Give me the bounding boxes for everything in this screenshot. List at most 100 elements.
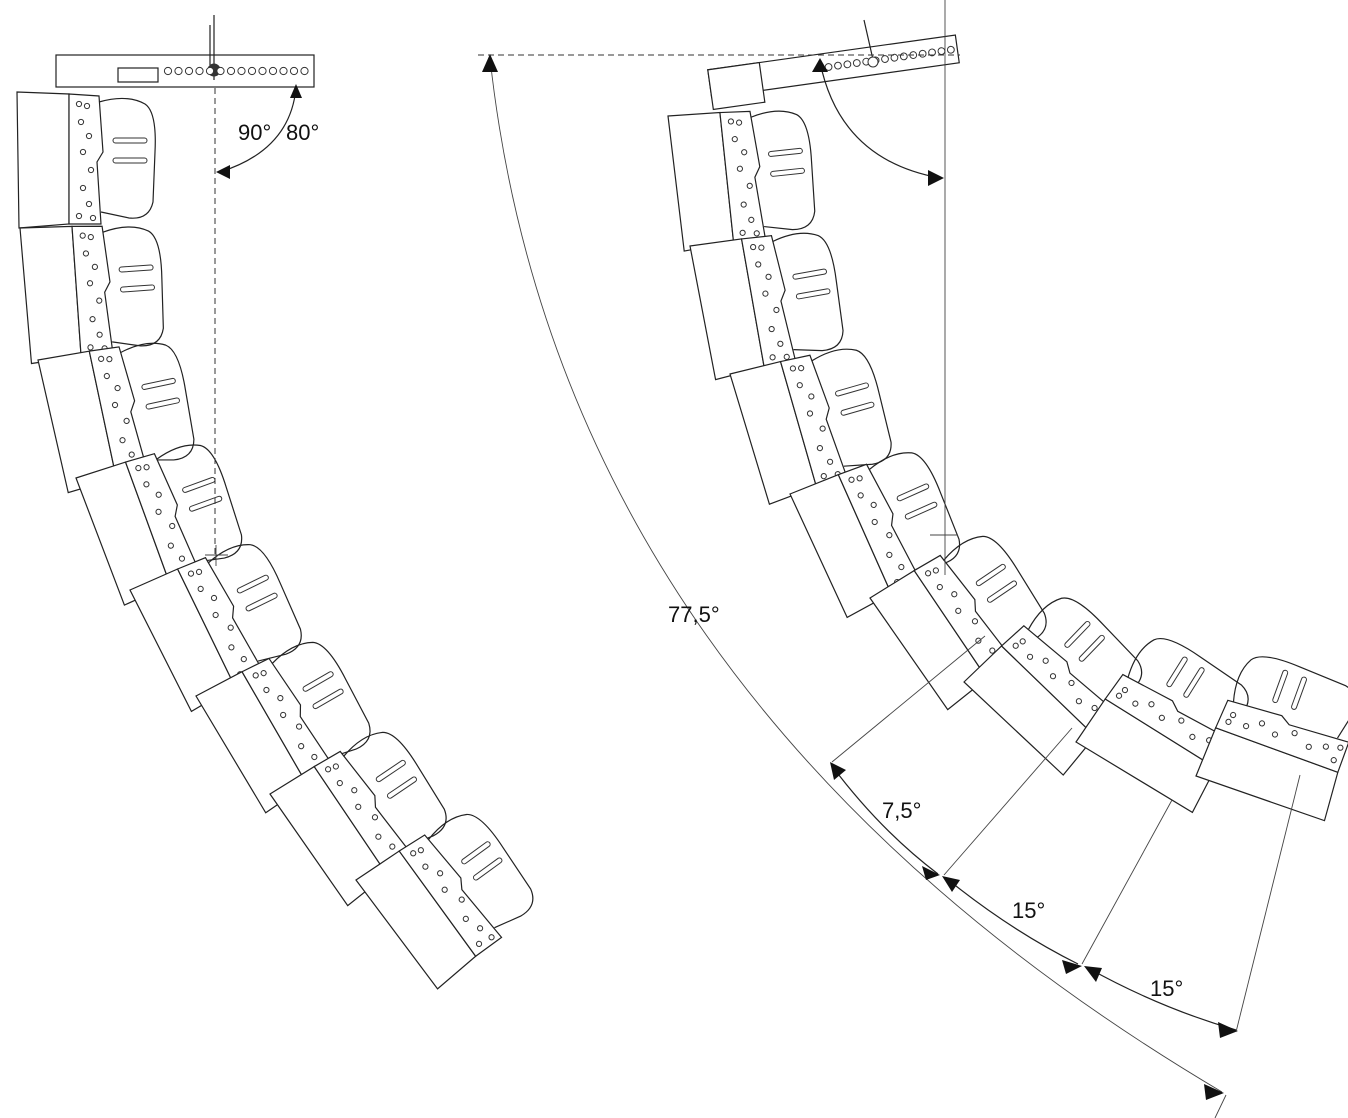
splay-ray-3	[1081, 799, 1173, 965]
rigging-hole	[925, 570, 932, 577]
right-tilt-arrow-end	[928, 170, 944, 186]
rigging-hole	[871, 518, 878, 526]
right-splay-arcs: 7,5° 15° 15°	[830, 635, 1301, 1118]
speaker-cabinet	[16, 91, 156, 229]
handle-slot	[770, 167, 805, 177]
bar-hole	[184, 66, 194, 76]
rigging-hole	[735, 119, 743, 126]
rigging-hole	[1042, 657, 1049, 664]
handle-slot	[386, 776, 418, 799]
bar-hole	[205, 66, 215, 76]
rigging-hole	[311, 753, 318, 761]
rigging-hole	[848, 476, 855, 483]
rigging-hole	[789, 365, 797, 372]
rigging-hole	[96, 331, 103, 338]
rigging-hole	[422, 863, 429, 870]
rigging-hole	[488, 934, 495, 941]
rigging-hole	[1115, 692, 1123, 699]
speaker-cabinet	[963, 597, 1143, 776]
bar-hole	[928, 48, 936, 57]
cabinet-rear	[427, 813, 534, 929]
left-rigging-frame	[55, 15, 315, 88]
rigging-hole	[741, 149, 748, 156]
rigging-hole	[169, 522, 176, 530]
rigging-hole	[1305, 743, 1312, 750]
rigging-hole	[727, 118, 735, 125]
bar-hole	[937, 47, 946, 56]
rigging-hole	[210, 594, 218, 602]
rigging-hole	[437, 870, 444, 877]
left-angle-label-90: 90°	[238, 120, 271, 145]
rigging-hole	[298, 743, 305, 750]
splay-ray-2	[943, 727, 1073, 876]
cabinet-rear	[1232, 656, 1348, 739]
rigging-hole	[87, 166, 95, 174]
rigging-hole	[1012, 642, 1019, 649]
handle-slot	[1166, 656, 1188, 688]
rigging-hole	[82, 250, 90, 257]
rigging-hole	[332, 763, 339, 770]
rigging-hole	[1178, 717, 1185, 724]
rigging-hole	[857, 492, 864, 499]
rigging-hole	[971, 618, 979, 625]
rigging-hole	[1225, 718, 1232, 725]
handle-slot	[112, 137, 148, 144]
rigging-hole	[351, 787, 358, 794]
rigging-hole	[87, 233, 94, 241]
bar-hole	[289, 66, 299, 76]
speaker-cabinet	[19, 225, 164, 365]
rigging-hole	[106, 356, 113, 363]
rigging-hole	[458, 896, 465, 903]
rigging-hole	[755, 261, 762, 268]
rigging-hole	[143, 464, 150, 471]
speaker-cabinet	[1195, 656, 1348, 822]
rigging-hole	[167, 542, 174, 549]
rigging-hole	[1291, 730, 1298, 737]
rigging-hole	[119, 437, 126, 444]
rigging-hole	[820, 473, 827, 480]
rigging-hole	[750, 243, 757, 251]
left-angle-arrow-end	[290, 84, 302, 98]
rigging-hole	[1229, 711, 1237, 719]
rigging-hole	[758, 244, 765, 251]
rigging-hole	[295, 723, 303, 730]
rigging-hole	[808, 393, 815, 400]
bar-hole	[300, 66, 309, 76]
rigging-hole	[783, 353, 790, 360]
right-fly-bar-end	[707, 61, 766, 111]
bar-hole	[226, 66, 236, 76]
handle-slot	[141, 377, 176, 390]
rigging-hole	[103, 372, 110, 380]
rigging-hole	[212, 611, 219, 619]
left-bar-holes	[163, 66, 309, 76]
rigging-hole	[371, 814, 379, 821]
bar-hole	[843, 60, 852, 69]
rigging-hole	[89, 214, 97, 222]
rigging-hole	[1132, 700, 1139, 707]
rigging-hole	[1091, 704, 1098, 712]
rigging-hole	[1068, 679, 1075, 687]
rigging-hole	[951, 591, 958, 598]
rigging-hole	[417, 847, 424, 854]
rigging-hole	[826, 458, 834, 465]
speaker-cabinet	[869, 535, 1047, 711]
rigging-hole	[240, 656, 247, 663]
rigging-hole	[75, 212, 83, 220]
rigging-hole	[1121, 686, 1129, 694]
cabinet-rear	[156, 444, 243, 563]
right-tilt-arrow-start	[812, 58, 828, 72]
rigging-hole	[410, 850, 417, 857]
handle-slot	[1078, 634, 1105, 662]
rigging-hole	[277, 695, 284, 702]
cabinet-rear	[868, 452, 961, 571]
splay-ray-1	[831, 635, 986, 763]
handle-slot	[302, 671, 334, 692]
splay-ray-tail	[1214, 1094, 1227, 1118]
rigging-hole	[128, 451, 135, 458]
splay-label-1: 7,5°	[882, 798, 921, 823]
bar-hole	[216, 66, 225, 76]
speaker-cabinet	[667, 110, 816, 252]
cabinet-front	[19, 225, 82, 365]
rigging-hole	[870, 501, 877, 509]
cabinet-rear	[772, 232, 844, 352]
